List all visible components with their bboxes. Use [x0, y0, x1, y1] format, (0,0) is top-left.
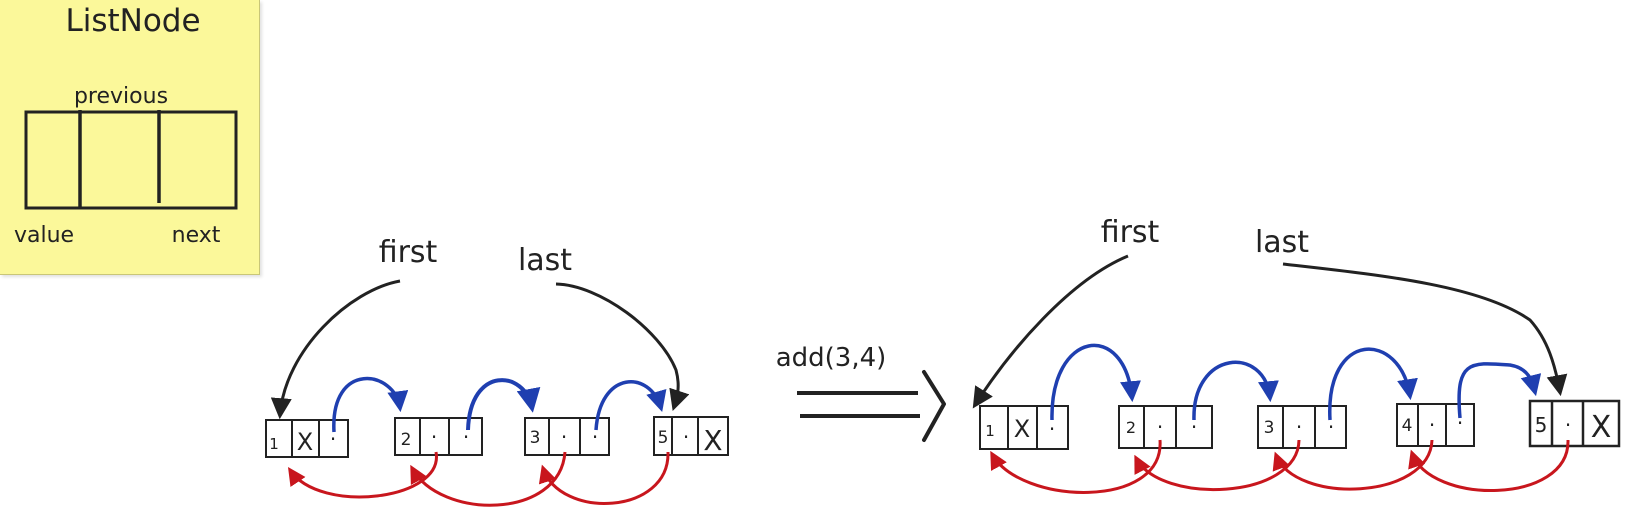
before-node: 1 X ·: [265, 419, 349, 458]
next-link-arrow: [1192, 360, 1279, 421]
before-last-label: last: [518, 243, 572, 278]
node-next: ·: [1457, 411, 1463, 435]
after-node: 5 · X: [1528, 399, 1621, 448]
previous-link-arrow: [990, 439, 1162, 494]
node-previous: X: [297, 428, 313, 456]
node-previous: ·: [1157, 415, 1163, 439]
node-next: X: [1591, 410, 1612, 445]
node-next: ·: [1049, 417, 1055, 441]
after-node: 2 · ·: [1118, 405, 1213, 449]
previous-link-arrow: [1134, 439, 1301, 492]
implies-arrowhead: [922, 370, 946, 442]
node-previous: ·: [1565, 413, 1571, 437]
node-value: 3: [530, 428, 541, 448]
node-value: 4: [1402, 416, 1413, 436]
after-last-pointer-arrow: [1282, 262, 1568, 397]
before-list: first last 1 X · 2 · · 3 ·: [265, 235, 729, 507]
node-previous: ·: [683, 425, 689, 449]
previous-link-arrow: [287, 451, 438, 499]
after-node: 1 X ·: [979, 405, 1069, 450]
before-last-pointer-arrow: [555, 282, 690, 411]
previous-link-arrow: [1408, 439, 1570, 493]
node-previous: ·: [561, 425, 567, 449]
next-link-arrow: [1050, 343, 1141, 421]
after-list: first last 1 X · 2 · · 3 ·: [972, 215, 1621, 494]
legend-title: ListNode: [65, 3, 200, 39]
after-first-label: first: [1101, 215, 1160, 250]
legend: ListNode previous value next: [14, 3, 238, 248]
after-node: 3 · ·: [1257, 405, 1347, 449]
previous-link-arrow: [538, 451, 670, 505]
next-link-arrow: [466, 378, 541, 431]
node-value: 1: [269, 435, 279, 453]
node-next: ·: [463, 425, 469, 449]
legend-value-label: value: [14, 223, 74, 248]
node-value: 5: [1535, 413, 1548, 437]
legend-next-label: next: [172, 223, 221, 248]
node-next: X: [703, 424, 722, 457]
node-value: 5: [658, 428, 669, 448]
node-previous: ·: [1429, 413, 1435, 437]
before-first-pointer-arrow: [270, 279, 401, 420]
legend-node-box: [24, 110, 238, 210]
previous-link-arrow: [410, 451, 567, 507]
node-next: ·: [1191, 415, 1197, 439]
listnode-legend-note: [0, 0, 260, 275]
node-value: 1: [985, 422, 995, 440]
node-previous: ·: [1296, 415, 1302, 439]
next-link-arrow: [332, 377, 409, 433]
node-previous: ·: [431, 425, 437, 449]
node-next: ·: [330, 427, 336, 451]
node-next: ·: [592, 425, 598, 449]
node-value: 2: [401, 430, 412, 450]
next-link-arrow: [1328, 347, 1418, 421]
after-node: 4 · ·: [1396, 403, 1475, 447]
before-first-label: first: [379, 235, 438, 270]
after-last-label: last: [1255, 225, 1309, 260]
next-link-arrow: [594, 380, 667, 431]
previous-link-arrow: [1272, 439, 1434, 491]
legend-previous-label: previous: [74, 84, 168, 109]
node-value: 3: [1264, 418, 1275, 438]
operation-label: add(3,4): [776, 343, 887, 373]
node-next: ·: [1328, 415, 1334, 439]
node-previous: X: [1014, 415, 1030, 443]
next-link-arrow: [1457, 362, 1542, 419]
operation: add(3,4): [776, 343, 946, 442]
after-first-pointer-arrow: [972, 254, 1129, 409]
before-node: 5 · X: [653, 416, 729, 457]
node-value: 2: [1126, 418, 1136, 437]
